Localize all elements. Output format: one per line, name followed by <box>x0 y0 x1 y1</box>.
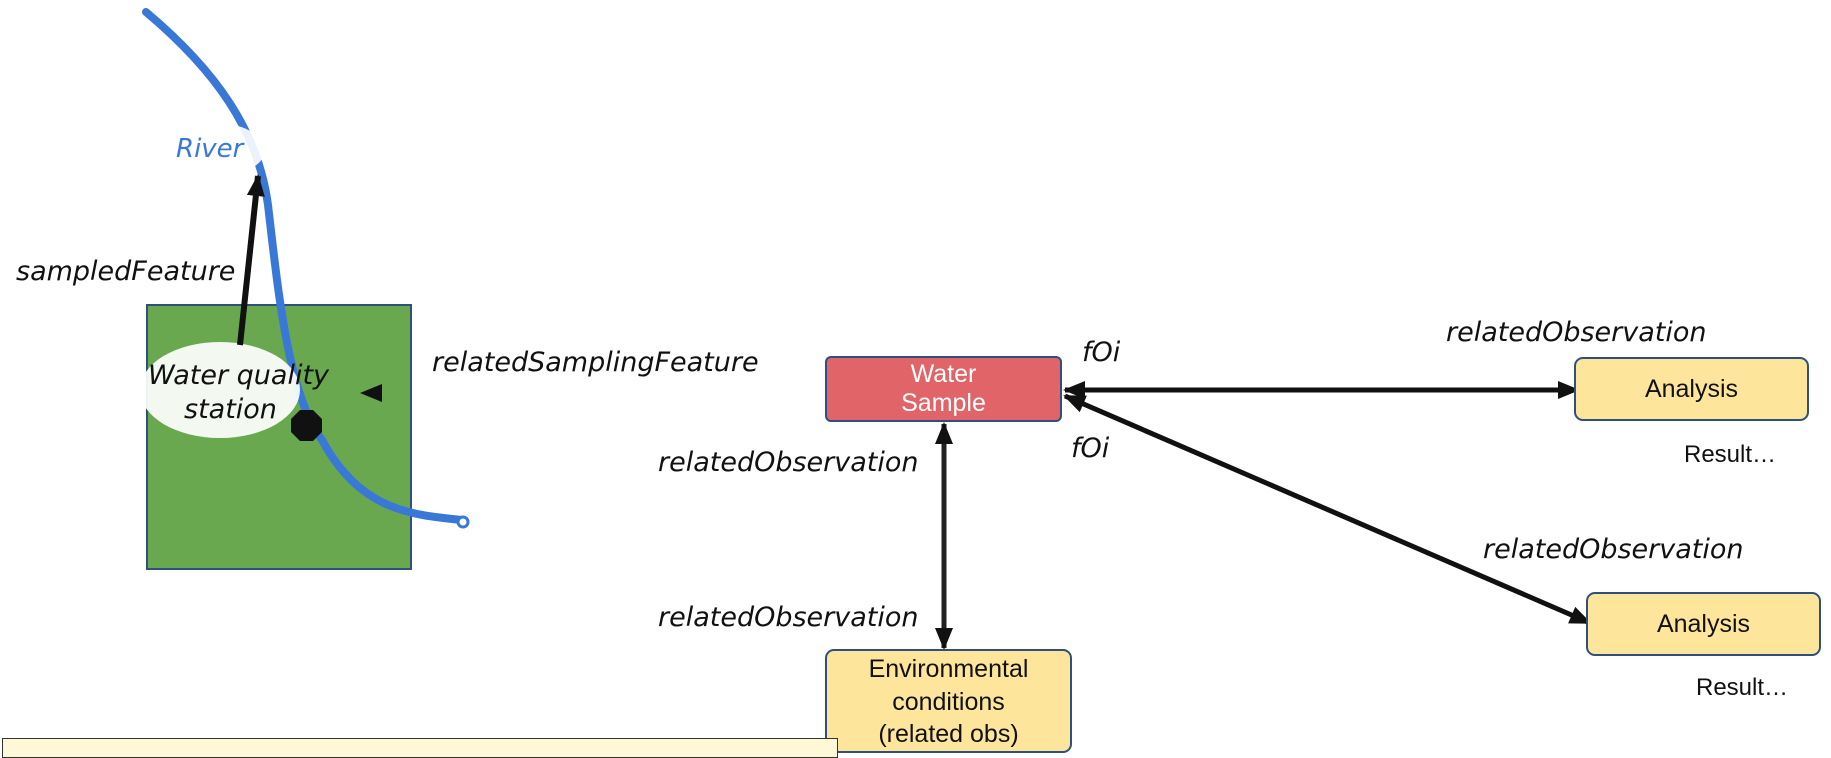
related-obs-label-mid-right: relatedObservation <box>1483 534 1744 565</box>
note-box <box>2 738 838 758</box>
water-sample-line2: Sample <box>901 389 986 417</box>
river-end-icon <box>456 515 470 529</box>
station-label-line2: station <box>184 394 277 425</box>
river-label: River <box>176 134 244 164</box>
environmental-line1: Environmental <box>868 655 1029 683</box>
sampled-feature-label: sampledFeature <box>16 256 236 287</box>
foi-arrow-bottom <box>1063 393 1592 626</box>
octagon-marker-icon <box>291 410 322 441</box>
foi-bottom-label: fOi <box>1071 433 1110 464</box>
analysis-box-top: Analysis <box>1574 357 1809 421</box>
water-sample-box: Water Sample <box>825 356 1062 422</box>
water-sample-line1: Water <box>910 360 977 389</box>
related-obs-label-center-lower: relatedObservation <box>658 602 919 633</box>
sampled-feature-arrow <box>237 174 265 346</box>
related-obs-label-top-right: relatedObservation <box>1446 317 1707 348</box>
analysis-bottom-label: Analysis <box>1656 609 1751 638</box>
river-line <box>142 8 466 524</box>
related-sampling-feature-label: relatedSamplingFeature <box>432 347 759 378</box>
station-area <box>146 304 412 570</box>
environmental-line3: (related obs) <box>878 720 1019 748</box>
analysis-top-result: Result… <box>1684 441 1777 468</box>
foi-top-label: fOi <box>1082 337 1121 368</box>
environmental-line2: conditions <box>892 687 1005 716</box>
analysis-bottom-result: Result… <box>1696 674 1789 701</box>
analysis-top-label: Analysis <box>1644 374 1739 403</box>
environmental-box: Environmental conditions (related obs) <box>825 649 1072 753</box>
related-obs-label-center-upper: relatedObservation <box>658 447 919 478</box>
analysis-box-bottom: Analysis <box>1586 592 1821 656</box>
station-label-line1: Water quality <box>148 360 330 391</box>
